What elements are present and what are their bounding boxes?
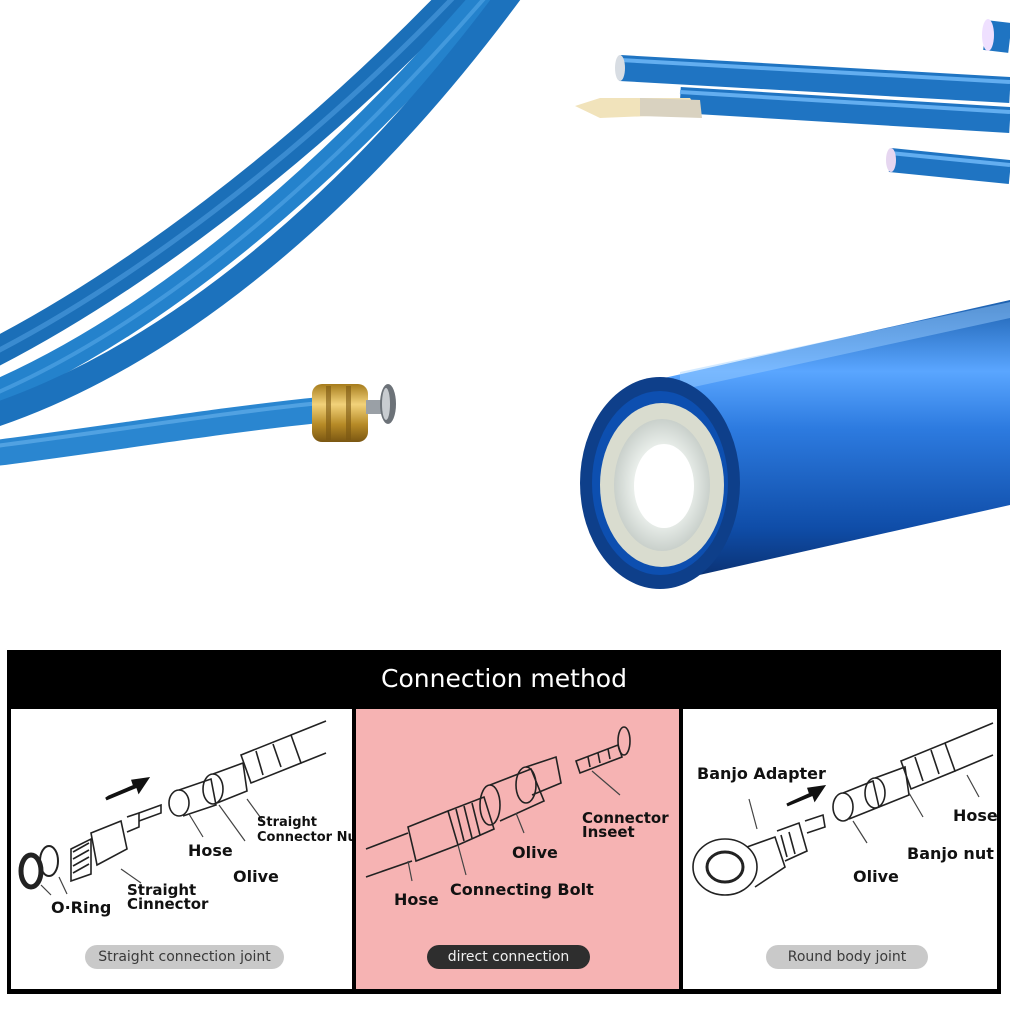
label-banjo-adapter: Banjo Adapter: [697, 764, 826, 783]
pill-direct-connection: direct connection: [427, 945, 590, 969]
straight-connector-part: [70, 803, 162, 883]
arrow-icon: [786, 785, 827, 807]
product-photo: [0, 0, 1010, 589]
label-olive: Olive: [512, 843, 558, 862]
direct-connection-cell: Hose Connecting Bolt Olive Connector Ins…: [356, 709, 679, 989]
label-straight-connector-nut: Straight Connector Nut: [257, 815, 352, 845]
label-hose: Hose: [188, 841, 233, 860]
label-hose: Hose: [394, 890, 439, 909]
direct-connection-diagram: [365, 726, 631, 882]
label-banjo-nut: Banjo nut: [907, 844, 994, 863]
hose-bolt-olive-assembly: [365, 755, 562, 878]
hose-olive-nut-assembly: [168, 720, 327, 817]
straight-connection-diagram: [18, 720, 327, 896]
pill-round-body-joint: Round body joint: [766, 945, 928, 969]
label-o-ring: O·Ring: [51, 898, 112, 917]
brass-olive-fitting: [312, 384, 396, 442]
label-connecting-bolt: Connecting Bolt: [450, 880, 594, 899]
o-ring-washer: [39, 845, 59, 877]
banjo-adapter-part: [692, 813, 826, 896]
connection-method-panel: Connection method: [7, 650, 1001, 994]
arrow-icon: [105, 777, 151, 801]
straight-connection-cell: O·Ring Straight Cinnector Hose Olive Str…: [11, 709, 352, 989]
label-olive: Olive: [853, 867, 899, 886]
label-olive: Olive: [233, 867, 279, 886]
round-body-joint-diagram: [692, 722, 994, 896]
coiled-hose: [0, 0, 521, 466]
o-ring-black: [18, 852, 44, 890]
cut-hose-samples: [575, 19, 1010, 184]
panel-title: Connection method: [381, 664, 627, 693]
label-straight-connector: Straight Cinnector: [127, 881, 209, 913]
pill-straight-connection: Straight connection joint: [85, 945, 284, 969]
round-body-joint-cell: Banjo Adapter Hose Banjo nut Olive Round…: [683, 709, 997, 989]
connector-insert-part: [574, 726, 631, 775]
label-hose: Hose: [953, 806, 997, 825]
hose-cross-section: [580, 300, 1010, 589]
banjo-hose-olive-nut-assembly: [832, 722, 994, 822]
label-connector-insert: Connector Inseet: [582, 809, 669, 841]
